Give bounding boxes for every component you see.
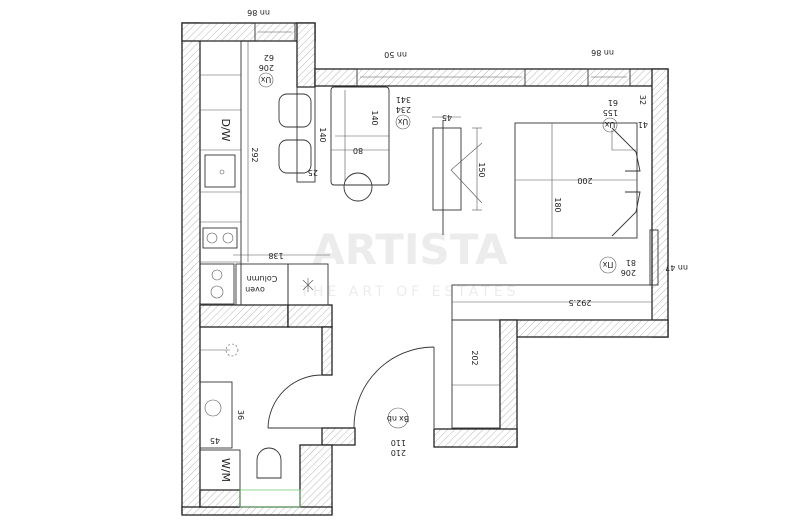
fridge bbox=[287, 263, 329, 306]
entry-door-swing bbox=[353, 346, 435, 429]
opening-tag: Пх 81 206 nn 47 bbox=[599, 256, 688, 277]
table-icon bbox=[343, 172, 373, 202]
dim-bar-length: 140 bbox=[318, 127, 327, 142]
opening-tag-label: Пх bbox=[602, 260, 613, 269]
opening-tag: Ux 341 234 nn 50 bbox=[384, 50, 411, 130]
pillar bbox=[296, 22, 316, 88]
doors bbox=[267, 346, 435, 429]
window-kitchen bbox=[254, 22, 296, 42]
dim-counter: 138 bbox=[268, 251, 283, 260]
window-main bbox=[356, 68, 526, 87]
wall-kitchen-bath bbox=[199, 304, 289, 328]
dim-right-offset-2: 41 bbox=[638, 120, 648, 129]
dishwasher-label: D/W bbox=[219, 118, 232, 141]
opening-sill: nn 86 bbox=[591, 48, 614, 57]
sink-icon bbox=[204, 154, 236, 188]
chair-icon bbox=[278, 93, 312, 128]
shower-icon bbox=[225, 343, 239, 357]
opening-tag-label: Ux bbox=[397, 117, 408, 126]
bathroom: 36 45 W/M bbox=[199, 343, 301, 508]
opening-tag-label: Ux bbox=[604, 120, 615, 129]
watermark-brand: ARTISTA bbox=[312, 225, 508, 274]
dim-bar-depth: 25 bbox=[308, 168, 318, 177]
wall-right bbox=[651, 68, 669, 338]
wall-corridor-bottom bbox=[433, 428, 518, 448]
bed: 200 180 32 41 bbox=[514, 95, 648, 239]
dim-wardrobe-length: 292.5 bbox=[569, 298, 592, 307]
cooktop-icon bbox=[202, 227, 238, 249]
opening-tag-label: Bx bbox=[399, 414, 409, 423]
kitchen-counter: D/W Column oven 138 292 bbox=[199, 40, 330, 306]
walls bbox=[181, 22, 669, 516]
dining-bar: 140 25 bbox=[278, 86, 327, 183]
wall-bath-right-upper bbox=[321, 326, 333, 376]
opening-sill: nn 86 bbox=[247, 8, 270, 17]
column-oven-label-1: Column bbox=[247, 274, 278, 283]
wall-bottom-right bbox=[499, 319, 669, 338]
bath-door-swing bbox=[267, 374, 323, 429]
washing-machine bbox=[199, 449, 241, 491]
opening-tag: Bx nb 110 210 bbox=[387, 407, 409, 457]
dim-bed-length: 200 bbox=[577, 176, 592, 185]
dim-sofa-width: 80 bbox=[353, 146, 363, 155]
opening-width: 61 bbox=[608, 98, 618, 107]
opening-height: 210 bbox=[391, 448, 406, 457]
opening-tag-label: Ux bbox=[260, 75, 271, 84]
wardrobe: 292.5 202 bbox=[451, 284, 653, 429]
window-bedroom bbox=[587, 68, 631, 87]
dim-right-offset-1: 32 bbox=[638, 95, 647, 105]
wall-bath-door-jamb bbox=[321, 427, 356, 446]
wall-corridor-right bbox=[499, 319, 518, 448]
wall-bottom bbox=[181, 506, 333, 516]
opening-tags: Ux 62 206 nn 86 Ux 341 234 nn 50 Ux 61 1… bbox=[247, 8, 688, 457]
dim-tv-length: 150 bbox=[477, 162, 486, 177]
bath-sink bbox=[199, 381, 233, 449]
dim-bath-sink-width: 45 bbox=[210, 436, 220, 445]
opening-tag-sub: nb bbox=[387, 414, 397, 423]
wall-bath-right-lower bbox=[299, 444, 333, 514]
opening-width: 341 bbox=[396, 95, 411, 104]
opening-height: 234 bbox=[396, 105, 411, 114]
dim-bath-sink-depth: 36 bbox=[236, 410, 245, 420]
dim-wardrobe-side: 202 bbox=[470, 350, 479, 365]
opening-height: 155 bbox=[603, 108, 618, 117]
washing-machine-label: W/M bbox=[219, 458, 232, 482]
wall-stub bbox=[287, 304, 333, 328]
opening-height: 206 bbox=[621, 268, 636, 277]
wall-bath-niche bbox=[199, 489, 241, 508]
wall-top-main bbox=[314, 68, 669, 87]
wall-left bbox=[181, 22, 201, 514]
opening-tag: Ux 61 155 nn 86 bbox=[591, 48, 618, 133]
windows bbox=[254, 22, 659, 286]
watermark-tagline: THE ART OF ESTATES bbox=[299, 284, 519, 300]
column-oven bbox=[199, 263, 235, 305]
dim-sofa-length: 140 bbox=[370, 110, 379, 125]
watermark: ARTISTA THE ART OF ESTATES bbox=[299, 225, 519, 300]
opening-sill: nn 50 bbox=[384, 50, 407, 59]
opening-height: 206 bbox=[259, 63, 274, 72]
column-oven-label-2: oven bbox=[245, 285, 265, 294]
chair-icon bbox=[278, 139, 312, 174]
opening-tag: Ux 62 206 nn 86 bbox=[247, 8, 274, 88]
toilet-icon bbox=[256, 447, 282, 479]
opening-width: 62 bbox=[264, 53, 274, 62]
sofa: 80 140 bbox=[330, 86, 390, 202]
opening-sill: nn 47 bbox=[665, 263, 688, 272]
dim-tv-depth: 45 bbox=[442, 113, 452, 122]
dim-kitchen: 292 bbox=[250, 147, 259, 162]
opening-width: 110 bbox=[391, 438, 406, 447]
balcony-door bbox=[649, 229, 659, 286]
tv-unit: 45 150 bbox=[432, 113, 486, 235]
dim-bed-width: 180 bbox=[553, 197, 562, 212]
opening-width: 81 bbox=[626, 258, 636, 267]
